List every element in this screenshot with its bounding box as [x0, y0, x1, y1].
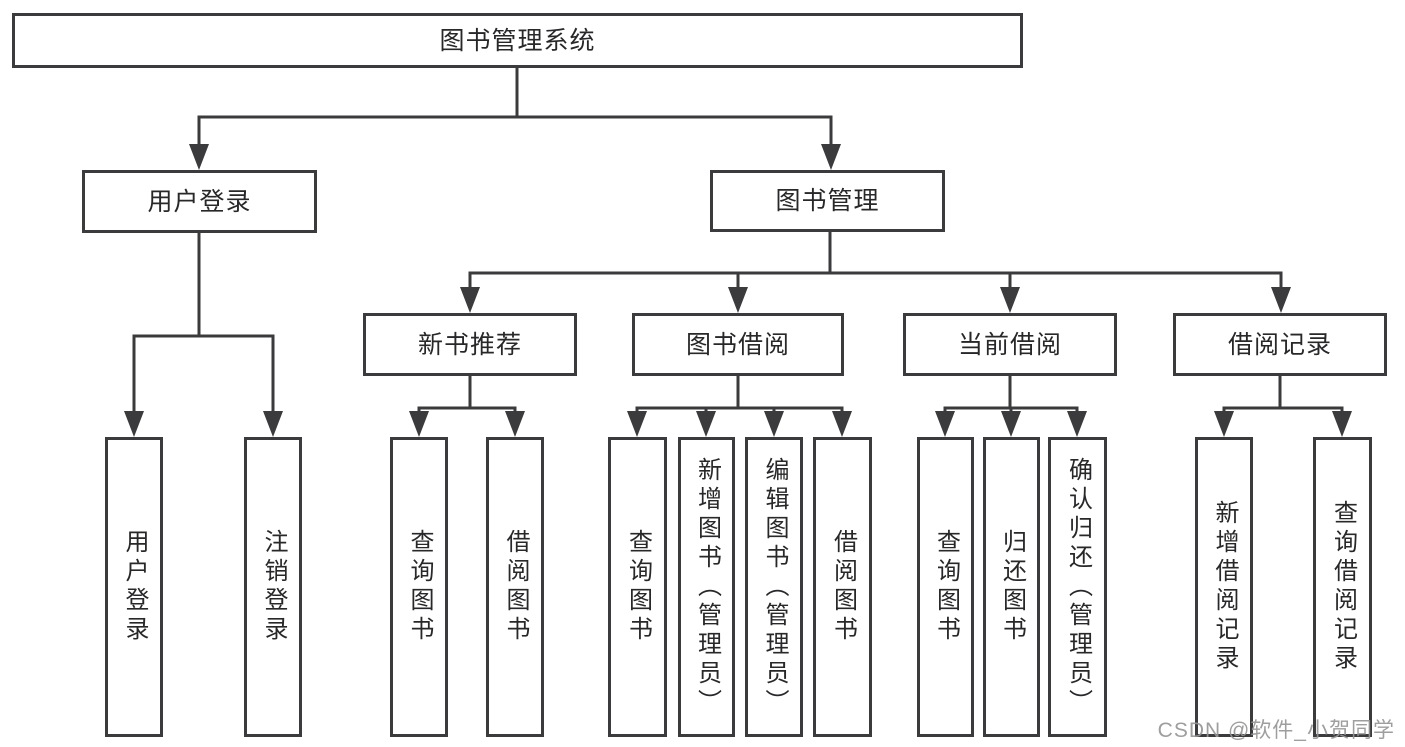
- leaf-add-books-admin: 新增图书（管理员）: [678, 437, 735, 737]
- node-user-login: 用户登录: [82, 170, 317, 233]
- node-new-book-recommend: 新书推荐: [363, 313, 577, 376]
- leaf-borrow-books-newbook: 借阅图书: [486, 437, 544, 737]
- edge-book-management-children: [468, 232, 1283, 290]
- leaf-query-books-newbook: 查询图书: [390, 437, 448, 737]
- node-book-borrowing: 图书借阅: [632, 313, 844, 376]
- node-book-management: 图书管理: [710, 170, 945, 232]
- edge-new-book-children: [417, 376, 517, 414]
- leaf-query-books-current: 查询图书: [917, 437, 974, 737]
- leaf-edit-books-admin-label: 编辑图书（管理员）: [761, 456, 788, 718]
- edge-book-borrowing-children: [635, 376, 844, 414]
- leaf-user-login: 用户登录: [105, 437, 163, 737]
- leaf-query-books-newbook-label: 查询图书: [406, 529, 433, 645]
- edge-current-borrowing-children: [943, 376, 1079, 414]
- edge-borrowing-records-children: [1222, 376, 1344, 414]
- leaf-add-borrow-record: 新增借阅记录: [1195, 437, 1253, 737]
- csdn-watermark: CSDN @软件_小贺同学: [1157, 719, 1395, 742]
- leaf-borrow-books-borrowing-label: 借阅图书: [829, 529, 857, 645]
- node-book-management-label: 图书管理: [775, 187, 880, 215]
- node-root: 图书管理系统: [12, 13, 1023, 68]
- leaf-logout-label: 注销登录: [260, 529, 287, 645]
- leaf-user-login-label: 用户登录: [121, 529, 148, 645]
- node-current-borrowing-label: 当前借阅: [957, 330, 1062, 359]
- leaf-query-books-borrowing: 查询图书: [608, 437, 667, 737]
- node-current-borrowing: 当前借阅: [903, 313, 1117, 376]
- node-borrowing-records: 借阅记录: [1173, 313, 1387, 376]
- leaf-logout: 注销登录: [244, 437, 302, 737]
- leaf-borrow-books-newbook-label: 借阅图书: [502, 529, 529, 645]
- leaf-confirm-return-admin-label: 确认归还（管理员）: [1064, 456, 1092, 718]
- leaf-query-borrow-record: 查询借阅记录: [1313, 437, 1372, 737]
- node-root-label: 图书管理系统: [439, 26, 596, 55]
- arrowhead-icons: [124, 144, 1352, 437]
- edge-user-login-children: [132, 233, 275, 413]
- leaf-query-books-borrowing-label: 查询图书: [624, 529, 652, 645]
- node-borrowing-records-label: 借阅记录: [1227, 330, 1332, 359]
- leaf-add-books-admin-label: 新增图书（管理员）: [693, 456, 721, 718]
- leaf-query-borrow-record-label: 查询借阅记录: [1329, 500, 1357, 674]
- leaf-edit-books-admin: 编辑图书（管理员）: [745, 437, 803, 737]
- leaf-borrow-books-borrowing: 借阅图书: [813, 437, 872, 737]
- leaf-query-books-current-label: 查询图书: [932, 529, 960, 645]
- node-user-login-label: 用户登录: [147, 187, 252, 216]
- node-book-borrowing-label: 图书借阅: [685, 330, 790, 359]
- edge-root-children: [197, 68, 833, 148]
- leaf-confirm-return-admin: 确认归还（管理员）: [1048, 437, 1107, 737]
- leaf-return-books: 归还图书: [983, 437, 1040, 737]
- node-new-book-recommend-label: 新书推荐: [417, 330, 522, 359]
- leaf-return-books-label: 归还图书: [998, 529, 1026, 645]
- leaf-add-borrow-record-label: 新增借阅记录: [1211, 500, 1238, 674]
